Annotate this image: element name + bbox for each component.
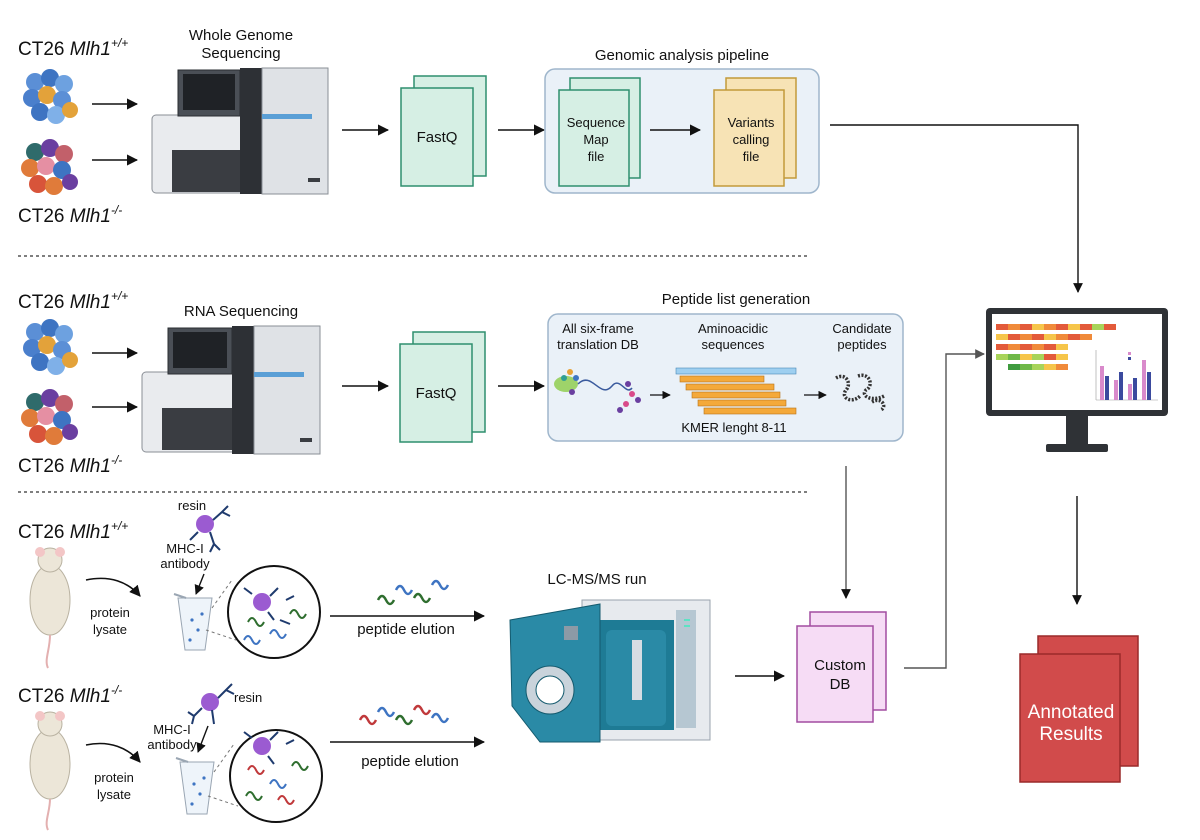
fastq-label-1: FastQ: [417, 129, 458, 146]
cell-cluster-ko-icon: [21, 389, 78, 445]
annotated-label-2: Results: [1039, 724, 1102, 745]
amino-label-1: Aminoacidic: [698, 321, 769, 336]
fastq-file-icon-1: [400, 75, 487, 187]
mouse-icon: [29, 711, 71, 831]
magnified-view-icon: [229, 729, 323, 823]
tube-icon: [173, 593, 213, 651]
peptides-wt-icon: [376, 579, 450, 606]
sample-label-wt-1: CT26 Mlh1+/+: [18, 36, 128, 60]
variants-label-1: Variants: [728, 115, 775, 130]
fastq-label-2: FastQ: [416, 385, 457, 402]
peptides-icon: [835, 373, 886, 412]
arrow: [85, 577, 141, 597]
lysate-label-2: lysate: [93, 622, 127, 637]
lysate-label-1b: protein: [94, 770, 134, 785]
mouse-icon: [29, 547, 71, 669]
sequencer-icon: [151, 67, 329, 195]
seqmap-label-3: file: [588, 149, 605, 164]
lysate-label-1: protein: [90, 605, 130, 620]
candidate-label-1: Candidate: [832, 321, 891, 336]
variants-label-2: calling: [733, 132, 770, 147]
sample-label-ko-3: CT26 Mlh1-/-: [18, 683, 122, 707]
custom-db-icon: [796, 611, 887, 723]
arrow: [196, 725, 209, 753]
cell-cluster-wt-icon: [23, 69, 78, 124]
arrow: [194, 573, 205, 595]
cell-cluster-wt-icon: [23, 319, 78, 375]
sample-label-wt-2: CT26 Mlh1+/+: [18, 289, 128, 313]
seqmap-label-2: Map: [583, 132, 608, 147]
sixframe-label-1: All six-frame: [562, 321, 634, 336]
annotated-label-1: Annotated: [1028, 702, 1115, 723]
custom-db-label-1: Custom: [814, 657, 866, 674]
lcms-instrument-icon: [509, 599, 711, 743]
mhc-label-2b: antibody: [147, 737, 197, 752]
antibody-resin-icon: [187, 683, 235, 725]
custom-db-label-2: DB: [830, 676, 851, 693]
magnified-view-icon: [227, 565, 321, 659]
mhc-label-1b: MHC-I: [153, 722, 191, 737]
peptide-title: Peptide list generation: [662, 291, 810, 308]
variants-file-icon: [713, 77, 797, 187]
variants-label-3: file: [743, 149, 760, 164]
lysate-label-2b: lysate: [97, 787, 131, 802]
wgs-title-2: Sequencing: [201, 45, 280, 62]
kmer-label: KMER lenght 8-11: [681, 420, 786, 435]
peptides-ko-icon: [358, 704, 450, 726]
arrow-to-monitor-2: [904, 349, 985, 669]
pipeline-title: Genomic analysis pipeline: [595, 47, 769, 64]
amino-label-2: sequences: [702, 337, 765, 352]
candidate-label-2: peptides: [837, 337, 887, 352]
tube-icon: [175, 757, 215, 815]
arrow-to-monitor: [830, 124, 1083, 293]
sample-label-ko-2: CT26 Mlh1-/-: [18, 453, 122, 477]
arrow: [85, 742, 141, 763]
resin-label-2: resin: [234, 690, 262, 705]
zoom-line: [207, 795, 239, 807]
monitor-icon: [986, 308, 1168, 452]
rnaseq-title: RNA Sequencing: [184, 303, 298, 320]
kmer-blocks-icon: [675, 367, 797, 415]
fastq-file-icon-2: [399, 331, 486, 443]
cell-cluster-ko-icon: [21, 139, 78, 195]
mhc-label-1: MHC-I: [166, 541, 204, 556]
elution-label-2: peptide elution: [361, 753, 459, 770]
protein-translation-icon: [554, 369, 641, 413]
mhc-label-2: antibody: [160, 556, 210, 571]
sequencer-icon: [141, 325, 321, 455]
elution-label-1: peptide elution: [357, 621, 455, 638]
sample-label-wt-3: CT26 Mlh1+/+: [18, 519, 128, 543]
annotated-results-icon: [1019, 635, 1139, 783]
sixframe-label-2: translation DB: [557, 337, 639, 352]
sample-label-ko-1: CT26 Mlh1-/-: [18, 203, 122, 227]
seqmap-label-1: Sequence: [567, 115, 626, 130]
zoom-line: [205, 629, 237, 641]
antibody-resin-icon: [189, 505, 231, 553]
wgs-title: Whole Genome: [189, 27, 293, 44]
sequence-map-file-icon: [558, 77, 641, 187]
resin-label-1: resin: [178, 498, 206, 513]
lcms-title: LC-MS/MS run: [547, 571, 646, 588]
